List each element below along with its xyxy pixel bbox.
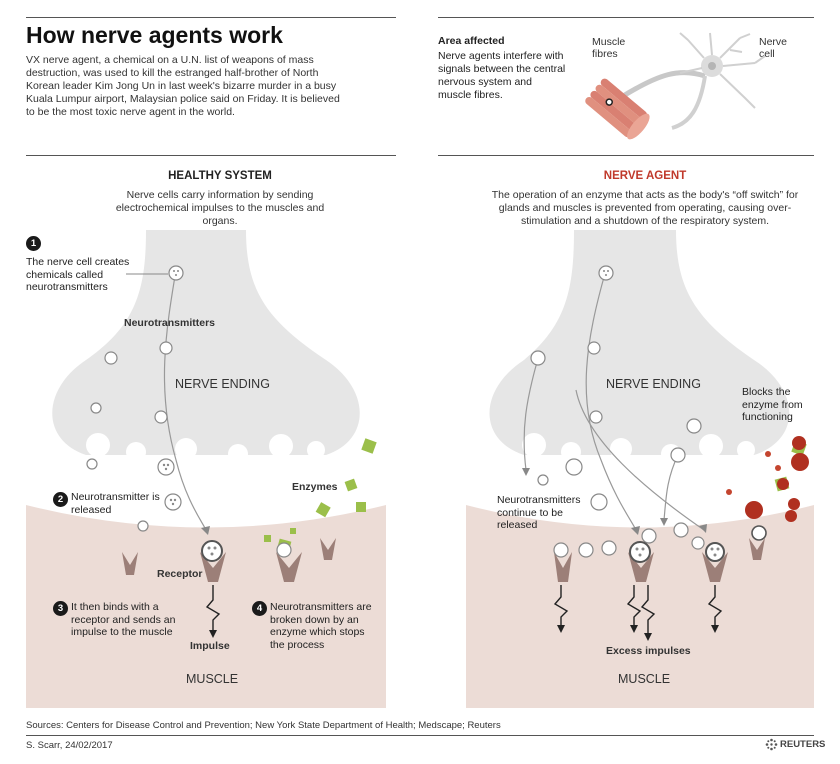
receptor-2 <box>200 552 226 582</box>
nerve-agent-molecule-3 <box>775 465 781 471</box>
healthy-nerve-ending-shape <box>52 230 360 455</box>
enzyme-7 <box>264 535 271 542</box>
healthy-muscle-label: MUSCLE <box>186 672 239 686</box>
footer-rule <box>26 735 814 736</box>
receptor-1 <box>122 552 138 575</box>
enzyme-4 <box>315 502 331 518</box>
nerve-agent-molecule-5 <box>777 478 789 490</box>
area-affected-illustration <box>585 32 766 140</box>
step-1-text: The nerve cell creates chemicals called … <box>26 256 130 293</box>
reuters-brand: REUTERS <box>780 739 826 750</box>
reuters-logo-icon <box>765 738 778 751</box>
receptor-label: Receptor <box>157 568 203 580</box>
receptor-4 <box>320 538 336 560</box>
step-4-badge: 4 <box>252 601 267 616</box>
nerve-agent-molecule-1 <box>792 436 806 450</box>
step-3-badge: 3 <box>53 601 68 616</box>
credit-text: S. Scarr, 24/02/2017 <box>26 740 113 751</box>
step-2-badge: 2 <box>53 492 68 507</box>
nerve-agent-molecule-2 <box>791 453 809 471</box>
healthy-description: Nerve cells carry information by sending… <box>115 189 325 227</box>
step-2-text: Neurotransmitter is released <box>71 491 160 516</box>
agent-nerve-ending-label: NERVE ENDING <box>606 377 701 391</box>
receptor-3 <box>276 552 302 582</box>
sources-text: Sources: Centers for Disease Control and… <box>26 720 501 731</box>
continue-released-label: Neurotransmitters continue to be release… <box>497 494 581 531</box>
step-1-badge: 1 <box>26 236 41 251</box>
nerve-agent-molecule-8 <box>788 498 800 510</box>
agent-receptor-3 <box>702 552 728 582</box>
nerve-agent-molecule-6 <box>726 489 732 495</box>
enzyme-8 <box>290 528 296 534</box>
top-rule-right <box>438 17 814 18</box>
enzyme-3 <box>356 502 366 512</box>
section-rule-left <box>26 155 396 156</box>
agent-description: The operation of an enzyme that acts as … <box>491 189 799 227</box>
healthy-neurotransmitters-label: Neurotransmitters <box>124 317 216 329</box>
blocks-enzyme-label: Blocks the enzyme from functioning <box>742 386 803 423</box>
step-3-text: It then binds with a receptor and sends … <box>71 601 176 638</box>
nerve-cell-icon <box>679 32 766 109</box>
agent-heading: NERVE AGENT <box>603 170 687 182</box>
nerve-agent-molecule-7 <box>745 501 763 519</box>
agent-synapse-diagram <box>466 230 814 708</box>
nerve-agent-molecule-9 <box>785 510 797 522</box>
enzyme-1 <box>361 438 377 454</box>
step-4-text: Neurotransmitters are broken down by an … <box>270 601 372 651</box>
intro-text: VX nerve agent, a chemical on a U.N. lis… <box>26 54 340 118</box>
muscle-fibres-icon <box>585 78 650 140</box>
enzyme-2 <box>344 478 358 492</box>
healthy-muscle-shape <box>26 505 386 708</box>
healthy-nerve-ending-label: NERVE ENDING <box>175 377 270 391</box>
enzymes-label: Enzymes <box>292 481 338 493</box>
agent-muscle-label: MUSCLE <box>618 672 671 686</box>
excess-impulses-label: Excess impulses <box>606 645 691 657</box>
area-affected-text: Nerve agents interfere with signals betw… <box>438 50 566 101</box>
healthy-synapse-diagram <box>26 230 386 708</box>
section-rule-right <box>438 155 814 156</box>
healthy-heading: HEALTHY SYSTEM <box>168 170 272 182</box>
top-rule-left <box>26 17 396 18</box>
agent-receptor-4 <box>749 538 765 560</box>
muscle-fibres-label: Muscle fibres <box>592 36 626 60</box>
agent-nerve-ending-shape <box>489 230 790 455</box>
impulse-label: Impulse <box>190 640 230 652</box>
agent-receptor-1 <box>554 552 572 582</box>
agent-receptor-2 <box>628 552 654 582</box>
area-affected-heading: Area affected <box>438 35 505 47</box>
page-title: How nerve agents work <box>26 22 283 48</box>
nerve-agent-molecule-4 <box>765 451 771 457</box>
